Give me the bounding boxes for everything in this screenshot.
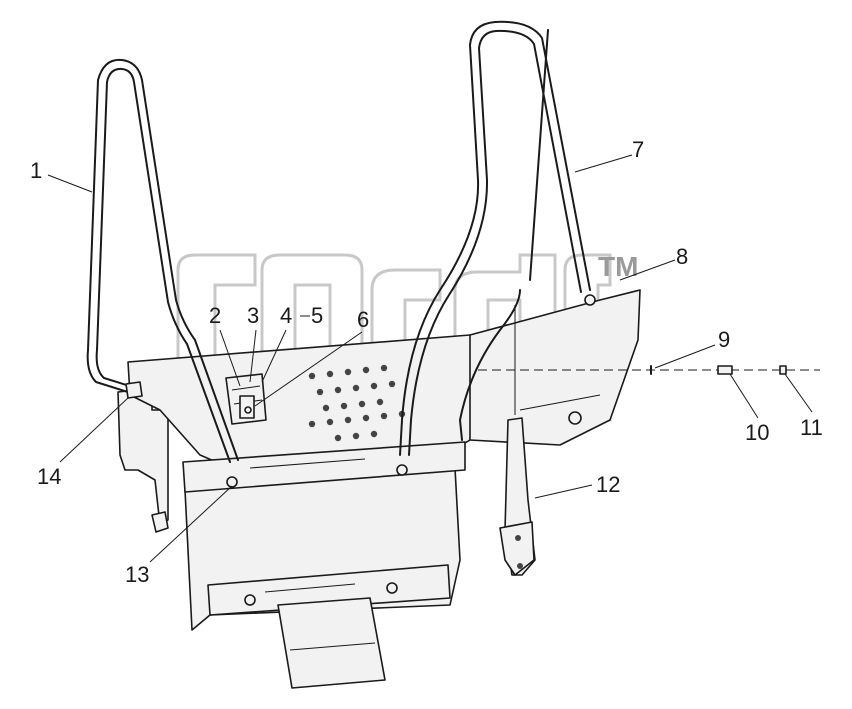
lower-step (207, 564, 451, 616)
right-handrail (399, 20, 591, 456)
callout-12: 12 (596, 472, 620, 497)
nut-part-11 (779, 365, 787, 375)
callout-9: 9 (718, 327, 730, 352)
latch-assembly (225, 373, 267, 425)
leader-lines (47, 154, 813, 563)
callout-3: 3 (247, 303, 259, 328)
callout-13: 13 (125, 562, 149, 587)
watermark-tm-text: TM (598, 251, 638, 282)
callout-1: 1 (30, 158, 42, 183)
platform-assembly (117, 289, 641, 689)
callout-10: 10 (745, 420, 769, 445)
callout-5: 5 (311, 303, 323, 328)
callout-labels: 1 2 3 4 5 6 7 8 9 10 11 12 13 14 (30, 137, 823, 587)
ladder-extension (277, 597, 386, 689)
pin-hardware (478, 365, 820, 375)
bolt-part-10 (717, 365, 733, 375)
upper-step (182, 441, 466, 493)
left-handrail (86, 58, 239, 463)
callout-11: 11 (800, 415, 823, 440)
callout-4: 4 (280, 303, 292, 328)
callout-2: 2 (209, 303, 221, 328)
callout-14: 14 (37, 464, 61, 489)
callout-8: 8 (676, 244, 688, 269)
deck-perforations (308, 364, 406, 442)
right-upper-housing (469, 289, 641, 446)
callout-7: 7 (632, 137, 644, 162)
callout-6: 6 (357, 307, 369, 332)
